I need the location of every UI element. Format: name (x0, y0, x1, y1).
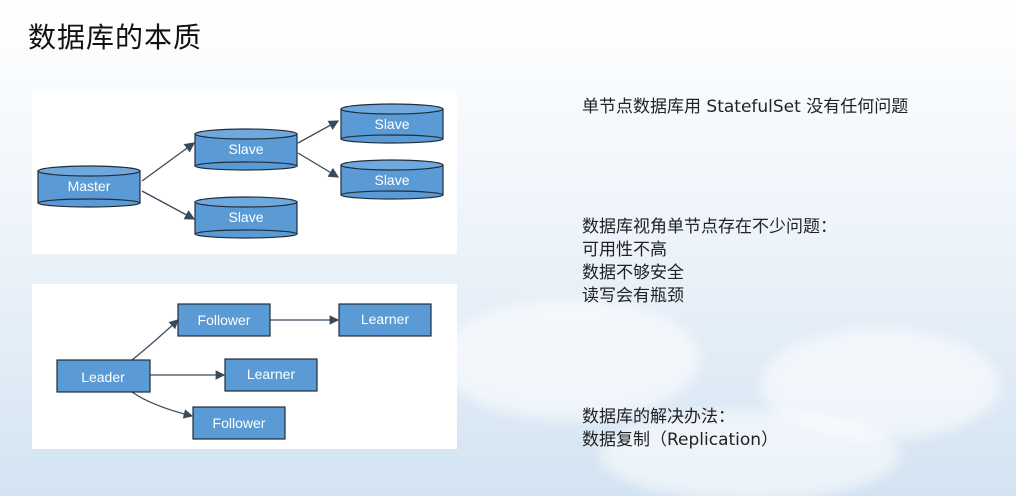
node-label: Master (68, 178, 111, 194)
issues-heading: 数据库视角单节点存在不少问题： (582, 217, 837, 237)
node-label: Follower (198, 312, 251, 328)
node-label: Slave (228, 141, 263, 157)
background-cloud (440, 300, 700, 420)
edge-master-slave-bottom (141, 190, 196, 220)
node-slave: Slave (340, 103, 444, 144)
node-label: Slave (374, 172, 409, 188)
node-learner: Learner (224, 358, 318, 392)
node-label: Leader (81, 369, 125, 385)
node-leader: Leader (56, 359, 151, 393)
note-single-node: 单节点数据库用 StatefulSet 没有任何问题 (582, 96, 908, 119)
node-label: Slave (374, 116, 409, 132)
solution-item: 数据复制（Replication） (582, 430, 779, 450)
note-text: 单节点数据库用 StatefulSet 没有任何问题 (582, 97, 909, 117)
edges (131, 315, 340, 419)
issue-item: 可用性不高 (582, 240, 667, 260)
master-slave-diagram: Master Slave Slave Slave Sla (32, 91, 457, 254)
edge-slave-slave-right-top (297, 120, 340, 144)
node-slave: Slave (194, 196, 298, 239)
node-slave: Slave (194, 128, 298, 171)
page-title: 数据库的本质 (28, 21, 203, 54)
node-master: Master (37, 165, 141, 208)
node-follower: Follower (177, 303, 271, 337)
edges (141, 120, 340, 220)
node-label: Learner (361, 311, 410, 327)
edge-leader-follower-top (131, 319, 179, 361)
edge-master-slave-top (141, 142, 196, 182)
node-label: Slave (228, 209, 263, 225)
background-cloud (600, 410, 900, 500)
node-slave: Slave (340, 159, 444, 200)
issue-item: 数据不够安全 (582, 263, 684, 283)
note-solution: 数据库的解决办法： 数据复制（Replication） (582, 406, 778, 452)
note-issues: 数据库视角单节点存在不少问题： 可用性不高 数据不够安全 读写会有瓶颈 (582, 216, 837, 308)
solution-heading: 数据库的解决办法： (582, 407, 735, 427)
edge-slave-slave-right-bottom (297, 152, 340, 178)
leader-follower-diagram: Leader Follower Learner Learner Follower (32, 284, 457, 449)
node-label: Learner (247, 366, 296, 382)
node-learner: Learner (338, 303, 432, 337)
issue-item: 读写会有瓶颈 (582, 286, 684, 306)
node-label: Follower (213, 415, 266, 431)
edge-leader-follower-bottom (131, 391, 194, 419)
node-follower: Follower (192, 406, 286, 440)
